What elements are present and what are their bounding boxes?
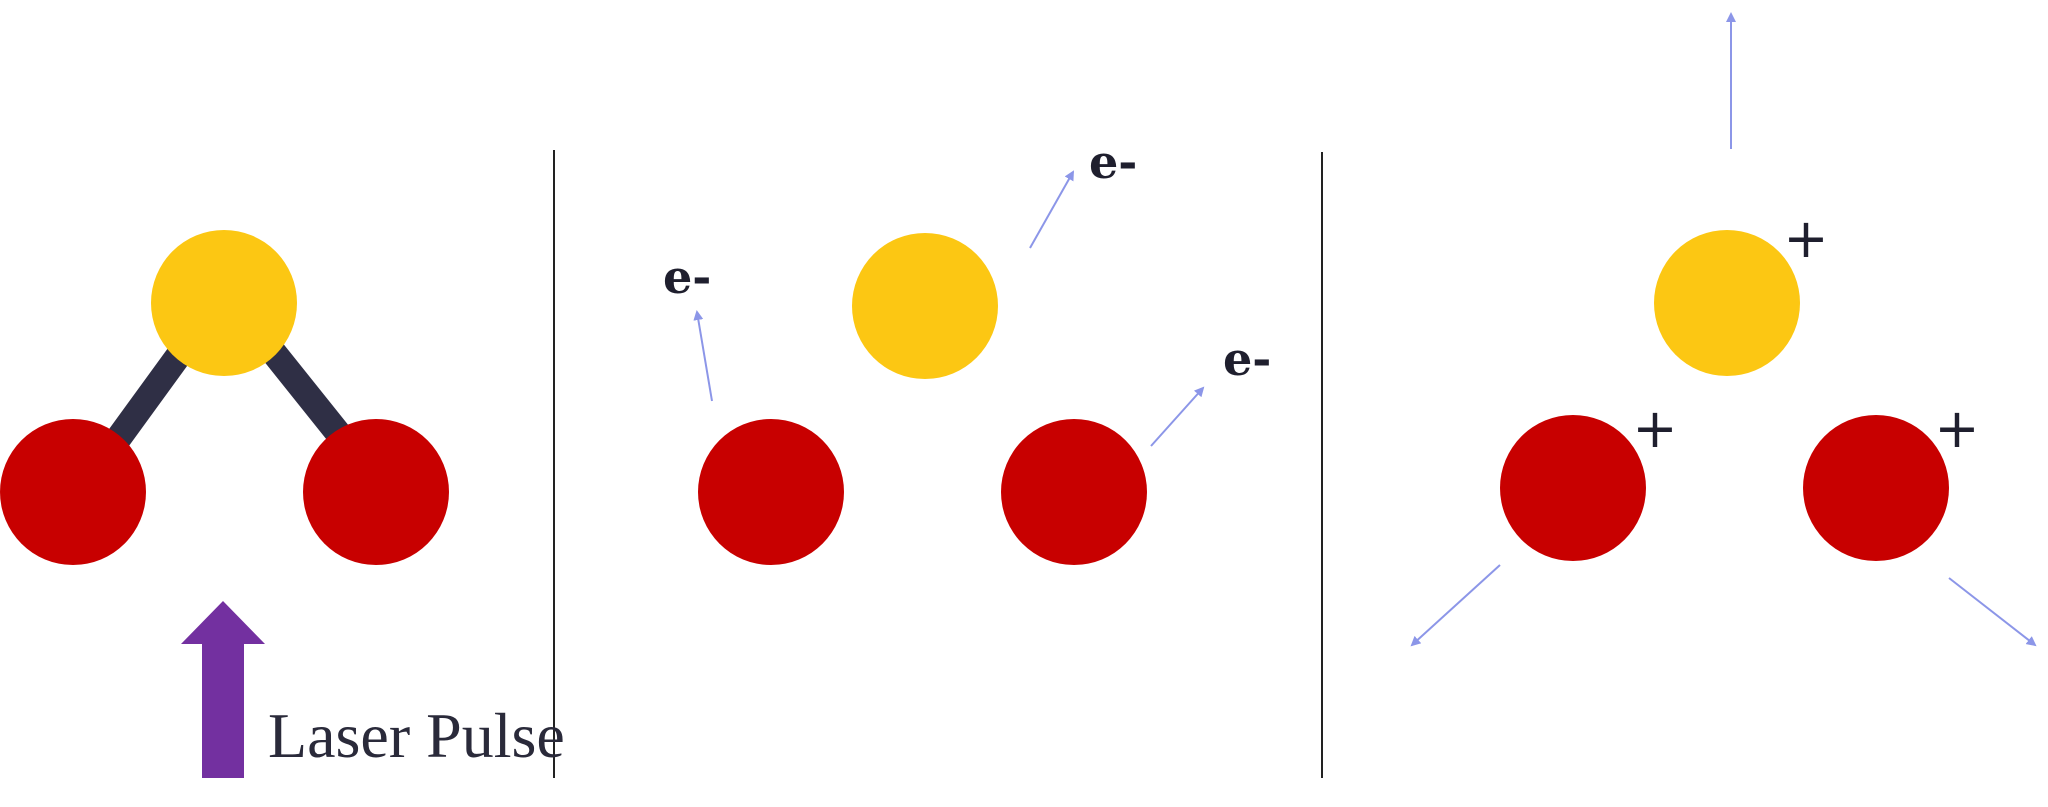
charge-label-oxygen: + [1783,207,1828,270]
electron-arrow-top [1029,170,1074,249]
oxygen-ion [1654,230,1800,376]
electron-label-left: e- [663,250,711,304]
oxygen-atom [151,230,297,376]
electron-label-top: e- [1089,135,1137,189]
fragment-arrow-left [1410,564,1501,647]
laser-pulse-arrow [181,601,265,778]
panel-bound-molecule: Laser Pulse [0,230,565,778]
hydrogen-atom-ionizing-left [698,419,844,565]
hydrogen-atom-ionizing-right [1001,419,1147,565]
panel-coulomb-explosion: + + + [1410,12,2037,647]
hydrogen-atom-right [303,419,449,565]
charge-label-hydrogen-right: + [1934,397,1979,460]
fragment-arrow-right [1948,577,2037,647]
hydrogen-ion-left [1500,415,1646,561]
electron-arrow-left [693,310,713,402]
hydrogen-atom-left [0,419,146,565]
hydrogen-ion-right [1803,415,1949,561]
laser-pulse-label: Laser Pulse [268,700,565,771]
panel-ionization: e- e- e- [663,135,1271,565]
oxygen-atom-ionizing [852,233,998,379]
electron-arrow-right [1150,386,1205,447]
charge-label-hydrogen-left: + [1632,397,1677,460]
electron-label-right: e- [1223,332,1271,386]
